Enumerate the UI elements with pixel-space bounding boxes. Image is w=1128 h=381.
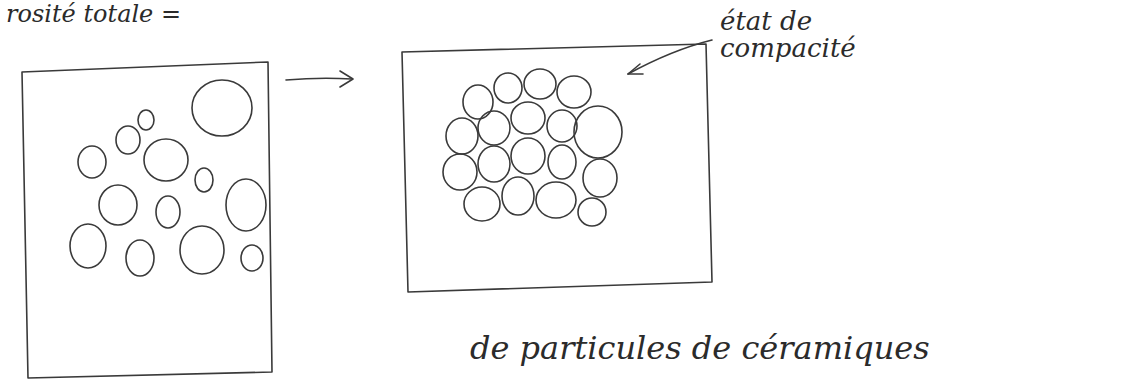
loose-particles: [70, 80, 266, 276]
callout-label: état de compacité: [720, 8, 900, 63]
frame-before: [22, 62, 272, 378]
leader-line: [628, 40, 712, 74]
caption-note: de particules de céramiques: [470, 332, 930, 366]
frame-after: [402, 44, 712, 292]
heading-note: rosité totale =: [6, 2, 181, 27]
packed-particles: [443, 69, 622, 226]
transition-arrow: [286, 71, 353, 87]
